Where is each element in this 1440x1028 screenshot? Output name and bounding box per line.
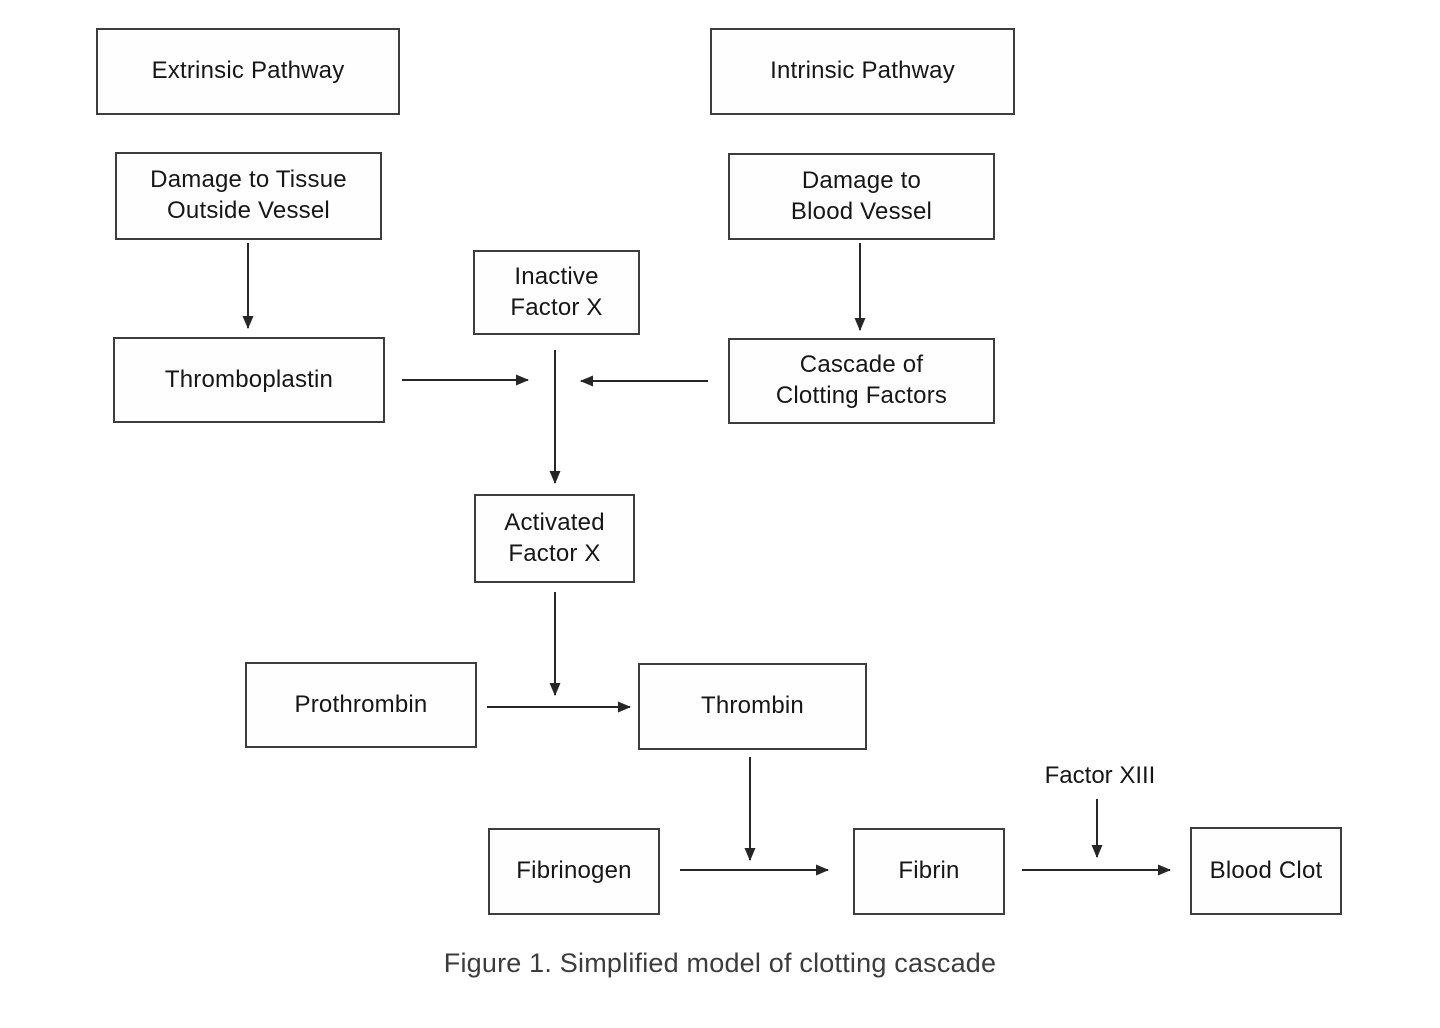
node-damage-to-tissue-outside-vessel: Damage to Tissue Outside Vessel (115, 152, 382, 240)
node-damage-to-blood-vessel: Damage to Blood Vessel (728, 153, 995, 240)
node-prothrombin: Prothrombin (245, 662, 477, 748)
node-inactive-factor-x: Inactive Factor X (473, 250, 640, 335)
figure-caption: Figure 1. Simplified model of clotting c… (443, 948, 997, 978)
node-cascade-of-clotting-factors: Cascade of Clotting Factors (728, 338, 995, 424)
node-thrombin: Thrombin (638, 663, 867, 750)
node-blood-clot: Blood Clot (1190, 827, 1342, 915)
node-fibrin: Fibrin (853, 828, 1005, 915)
node-fibrinogen: Fibrinogen (488, 828, 660, 915)
label-factor-xiii: Factor XIII (1044, 762, 1156, 789)
node-intrinsic-pathway: Intrinsic Pathway (710, 28, 1015, 115)
node-extrinsic-pathway: Extrinsic Pathway (96, 28, 400, 115)
node-thromboplastin: Thromboplastin (113, 337, 385, 423)
node-activated-factor-x: Activated Factor X (474, 494, 635, 583)
